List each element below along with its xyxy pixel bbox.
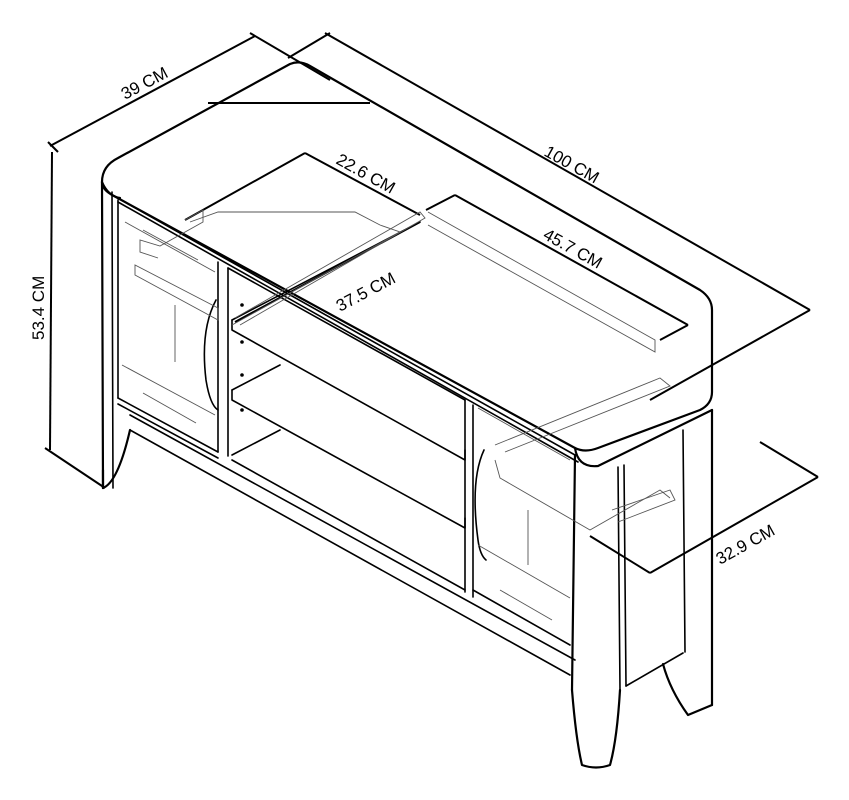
label-width-100: 100 CM: [541, 142, 602, 187]
left-door: [121, 221, 229, 457]
right-door: [464, 399, 571, 646]
label-height-53-4: 53.4 CM: [29, 276, 48, 340]
hidden-drawer-outlines: [134, 209, 676, 531]
label-depth-39: 39 CM: [118, 63, 171, 103]
cabinet-right-side: [570, 408, 714, 769]
dimension-lines: [44, 32, 819, 574]
dimension-labels: 39 CM 100 CM 53.4 CM 22.6 CM 45.7 CM 37.…: [29, 63, 778, 568]
label-shelf-37-5: 37.5 CM: [333, 269, 399, 316]
cabinet-top: [100, 61, 714, 468]
label-side-depth-32-9: 32.9 CM: [713, 521, 778, 569]
cabinet-left-side: [100, 180, 576, 676]
